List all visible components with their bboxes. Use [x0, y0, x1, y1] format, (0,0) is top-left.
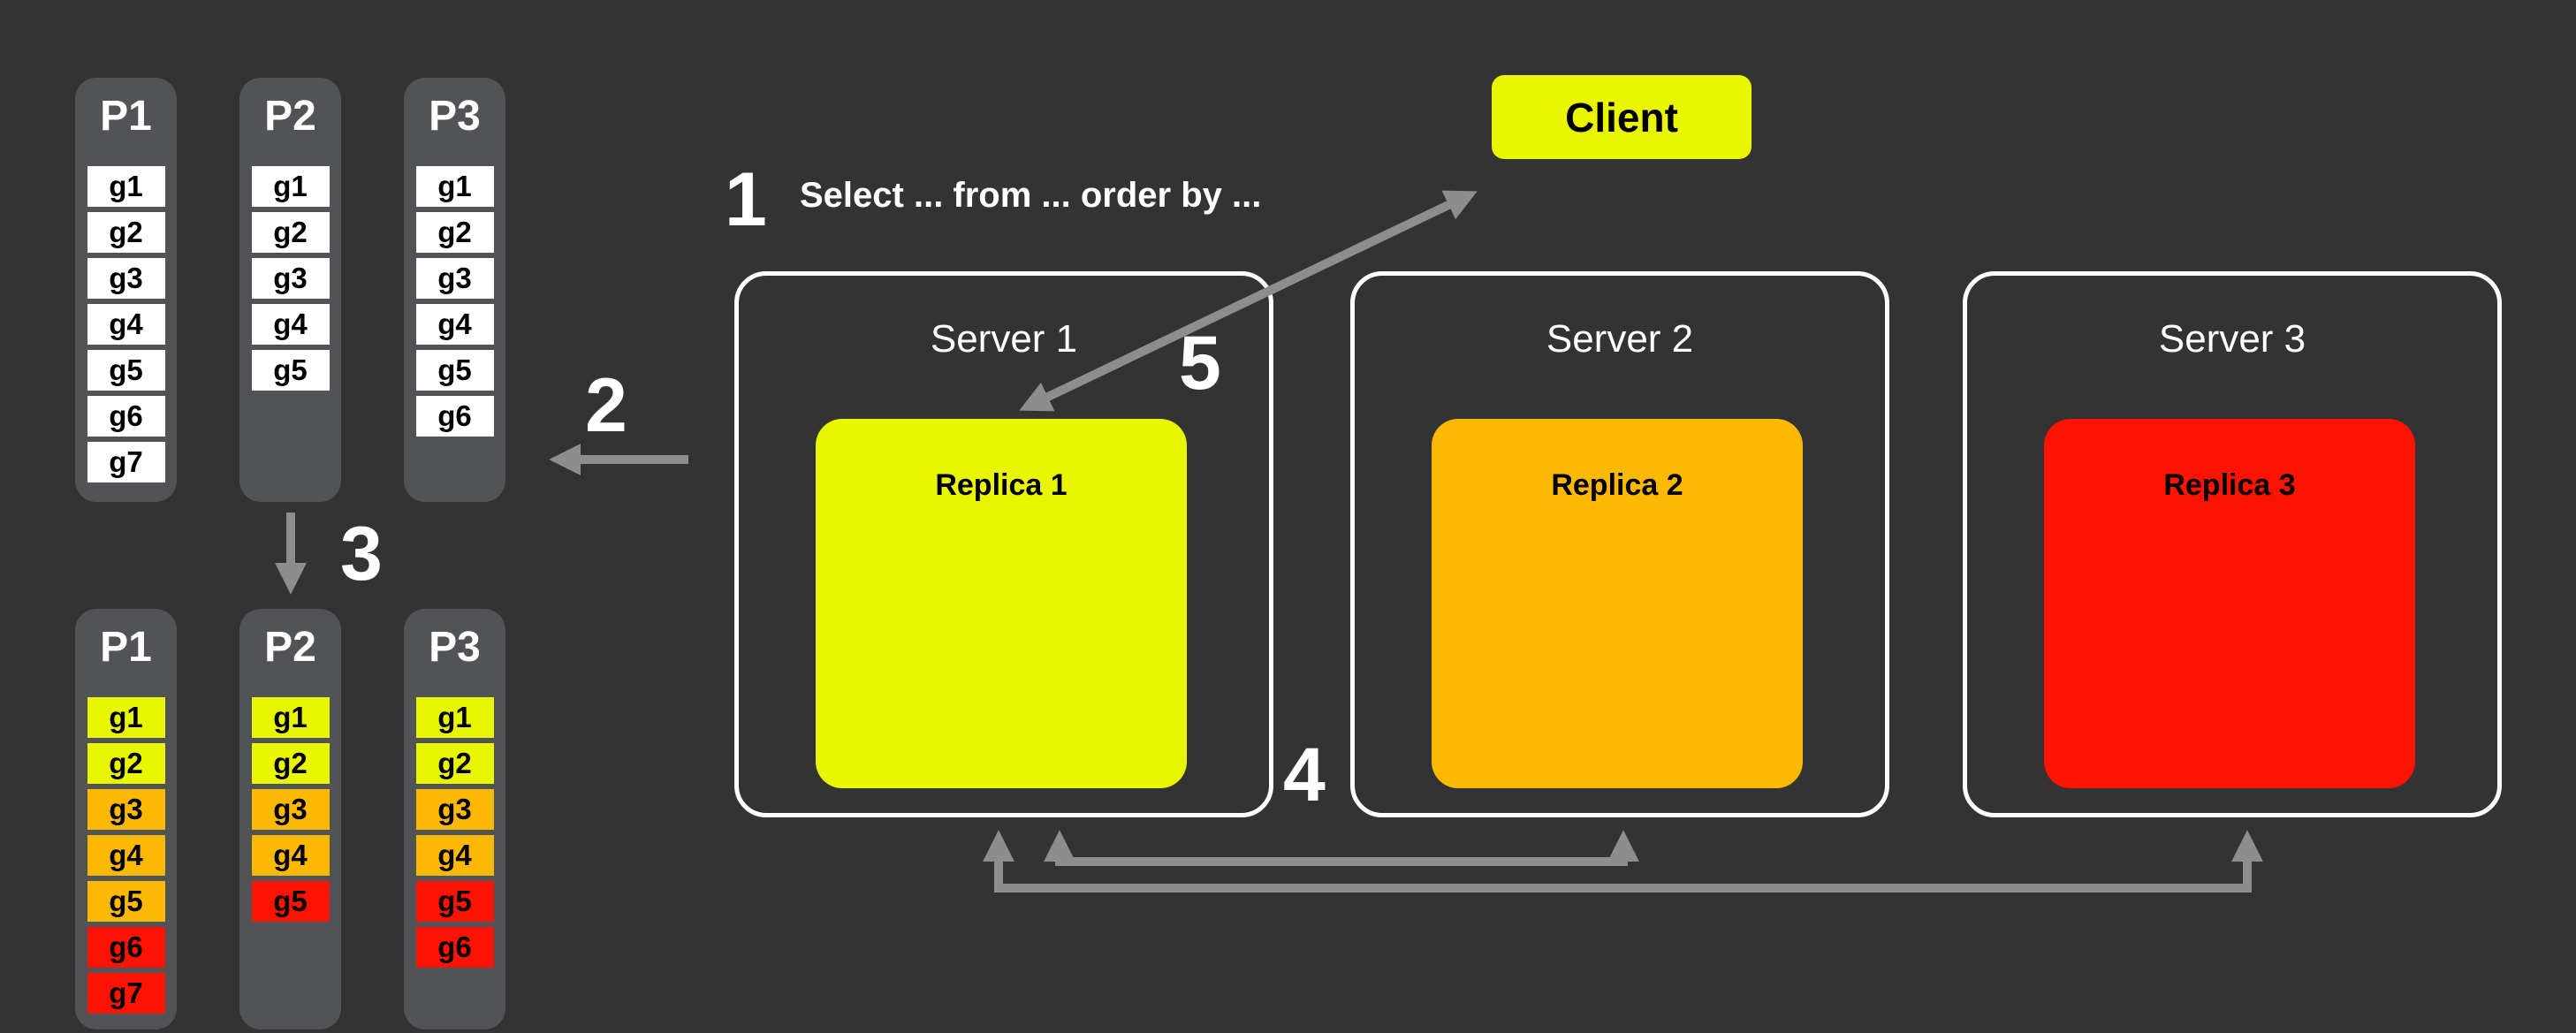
cell-g5: g5	[251, 350, 330, 391]
cell-g2: g2	[87, 212, 165, 253]
cell-g1: g1	[251, 697, 330, 738]
cell-g5: g5	[415, 881, 494, 922]
replication-arrow-server1-server2-icon	[1044, 830, 1639, 866]
partition-cells: g1 g2 g3 g4 g5 g6 g7	[75, 697, 177, 1014]
partition-title: P2	[264, 93, 316, 140]
replica-1-box: Replica 1	[816, 419, 1187, 788]
partition-title: P2	[264, 624, 316, 671]
cell-g5: g5	[87, 350, 165, 391]
cell-g7: g7	[87, 973, 165, 1014]
cell-g3: g3	[415, 789, 494, 830]
cell-g6: g6	[415, 396, 494, 437]
step-5-number: 5	[1179, 321, 1221, 406]
cell-g5: g5	[87, 881, 165, 922]
partition-sorted-p3: P3 g1 g2 g3 g4 g5 g6	[404, 609, 505, 1029]
cell-g4: g4	[87, 835, 165, 876]
step-2-number: 2	[585, 363, 627, 448]
cell-g4: g4	[415, 835, 494, 876]
cell-g5: g5	[251, 881, 330, 922]
step-1-query-text: Select ... from ... order by ...	[800, 176, 1262, 215]
cell-g6: g6	[87, 927, 165, 968]
step-3-number: 3	[340, 512, 383, 596]
replica-label: Replica 3	[2163, 468, 2296, 502]
server-title: Server 3	[2158, 317, 2306, 361]
replication-arrow-server1-server3-icon	[983, 830, 2263, 892]
server-2-box: Server 2 Replica 2	[1350, 271, 1889, 817]
cell-g4: g4	[415, 304, 494, 345]
replica-3-box: Replica 3	[2044, 419, 2415, 788]
cell-g4: g4	[87, 304, 165, 345]
cell-g4: g4	[251, 304, 330, 345]
server-1-box: Server 1 Replica 1	[734, 271, 1273, 817]
step-1-number: 1	[725, 157, 767, 242]
partition-unsorted-p1: P1 g1 g2 g3 g4 g5 g6 g7	[75, 78, 177, 502]
cell-g1: g1	[87, 166, 165, 207]
partition-unsorted-p2: P2 g1 g2 g3 g4 g5	[239, 78, 341, 502]
replica-label: Replica 1	[935, 468, 1068, 502]
cell-g3: g3	[415, 258, 494, 299]
cell-g6: g6	[415, 927, 494, 968]
replica-2-box: Replica 2	[1432, 419, 1803, 788]
partition-cells: g1 g2 g3 g4 g5	[239, 166, 341, 391]
server-title: Server 2	[1546, 317, 1694, 361]
cell-g5: g5	[415, 350, 494, 391]
cell-g2: g2	[251, 212, 330, 253]
cell-g2: g2	[415, 743, 494, 784]
partition-cells: g1 g2 g3 g4 g5	[239, 697, 341, 922]
partition-cells: g1 g2 g3 g4 g5 g6	[404, 166, 505, 437]
cell-g3: g3	[87, 789, 165, 830]
cell-g2: g2	[415, 212, 494, 253]
partition-cells: g1 g2 g3 g4 g5 g6 g7	[75, 166, 177, 482]
partition-cells: g1 g2 g3 g4 g5 g6	[404, 697, 505, 968]
cell-g3: g3	[87, 258, 165, 299]
partition-title: P1	[100, 624, 152, 671]
step-4-number: 4	[1283, 733, 1326, 817]
cell-g1: g1	[251, 166, 330, 207]
cell-g1: g1	[415, 166, 494, 207]
partition-title: P1	[100, 93, 152, 140]
cell-g2: g2	[87, 743, 165, 784]
partition-title: P3	[429, 624, 481, 671]
partition-title: P3	[429, 93, 481, 140]
partition-sorted-p1: P1 g1 g2 g3 g4 g5 g6 g7	[75, 609, 177, 1029]
cell-g1: g1	[87, 697, 165, 738]
cell-g1: g1	[415, 697, 494, 738]
cell-g6: g6	[87, 396, 165, 437]
partition-unsorted-p3: P3 g1 g2 g3 g4 g5 g6	[404, 78, 505, 502]
cell-g4: g4	[251, 835, 330, 876]
replica-label: Replica 2	[1551, 468, 1683, 502]
cell-g3: g3	[251, 789, 330, 830]
cell-g2: g2	[251, 743, 330, 784]
server-3-box: Server 3 Replica 3	[1963, 271, 2502, 817]
cell-g7: g7	[87, 442, 165, 482]
cell-g3: g3	[251, 258, 330, 299]
client-box: Client	[1492, 75, 1752, 159]
partition-sorted-p2: P2 g1 g2 g3 g4 g5	[239, 609, 341, 1029]
